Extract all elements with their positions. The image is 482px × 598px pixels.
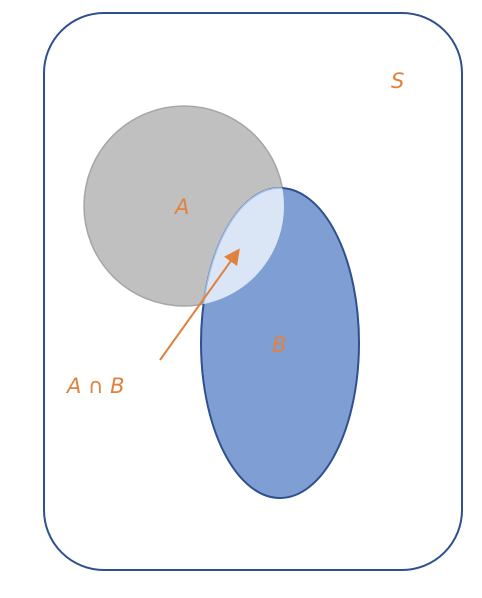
intersection-label: A ∩ B <box>65 374 125 398</box>
intersection-arrow <box>159 248 240 361</box>
universe-label: S <box>391 69 404 93</box>
set-b-label: B <box>272 333 286 357</box>
intersection-region <box>200 187 284 306</box>
set-a-label: A <box>173 195 189 219</box>
